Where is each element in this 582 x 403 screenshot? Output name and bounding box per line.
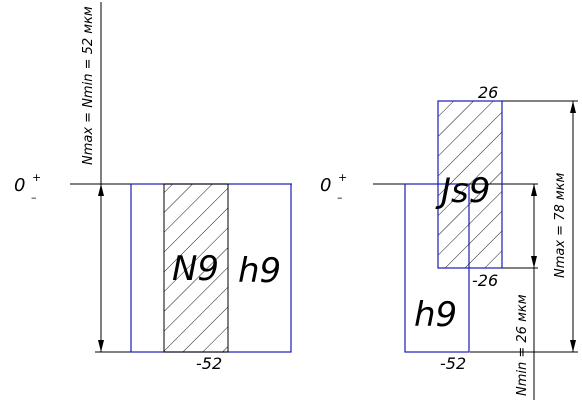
left-hole-field (163, 183, 229, 353)
right-minus-sign: – (337, 191, 343, 204)
left-bottom-value: -52 (196, 354, 222, 373)
right-plus-sign: + (338, 171, 347, 184)
right-hole-label: Js9 (435, 171, 490, 211)
right-nmax-arrow-up (570, 101, 576, 113)
left-shaft-label: h9 (238, 251, 281, 291)
right-lower-hole-value: -26 (472, 271, 498, 290)
left-fit: N9 h9 -52 0 + – Nmax = Nmin = 52 мкм (14, 2, 292, 373)
right-nmax-label: Nmax = 78 мкм (553, 172, 568, 278)
right-nmin-label: Nmin = 26 мкм (515, 294, 530, 396)
left-hole-label: N9 (172, 249, 219, 289)
right-zero-label: 0 (320, 175, 331, 196)
left-zero-label: 0 (14, 175, 25, 196)
right-nmin-arrow-up (531, 184, 537, 196)
right-fit: Js9 h9 26 -26 -52 0 + – Nmax = 78 мкм Nm… (320, 83, 578, 400)
right-nmax-arrow-down (570, 340, 576, 352)
left-n-equal-label: Nmax = Nmin = 52 мкм (81, 6, 96, 165)
right-shaft-label: h9 (414, 295, 457, 335)
right-nmin-arrow-down (531, 256, 537, 268)
left-minus-sign: – (31, 191, 37, 204)
right-hole-field (437, 100, 503, 269)
left-plus-sign: + (32, 171, 41, 184)
right-bottom-value: -52 (440, 354, 466, 373)
right-upper-value: 26 (478, 83, 498, 102)
left-arrow-up (98, 184, 104, 196)
left-arrow-down (98, 340, 104, 352)
